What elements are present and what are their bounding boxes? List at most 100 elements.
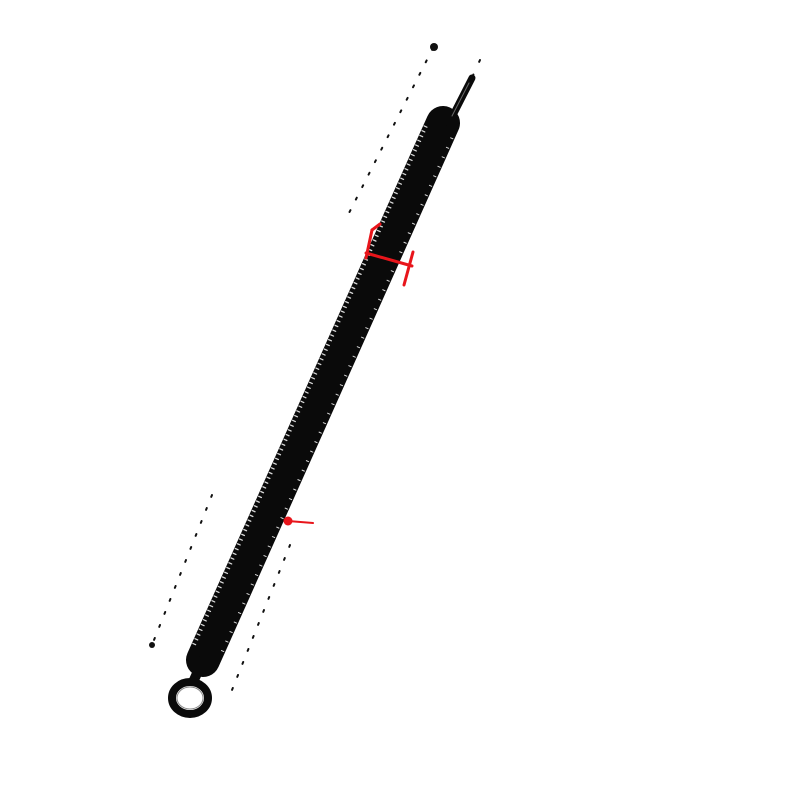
coil-turn-highlight [284,507,288,510]
coil-turn-highlight [391,196,396,200]
dashed-guide-upper-left [347,47,434,216]
coil-turn-highlight [361,262,367,266]
coil-turn-highlight [373,308,378,311]
extension-spring [186,106,460,677]
coil-turn-highlight [310,450,314,453]
coil-turn-highlight [319,357,324,361]
coil-turn-highlight [395,187,400,190]
coil-turn-highlight [400,177,405,181]
coil-turn-highlight [399,251,403,254]
coil-turn-highlight [398,182,403,185]
coil-turn-highlight [291,419,296,423]
coil-turn-highlight [328,338,333,342]
coil-turn-highlight [437,165,441,168]
coil-turn-highlight [271,536,276,539]
coil-turn-highlight [351,286,356,290]
coil-turn-highlight [267,545,271,548]
coil-turn-highlight [313,372,318,375]
coil-turn-highlight [386,279,390,282]
coil-turn-highlight [192,642,197,646]
coil-turn-highlight [245,524,250,527]
coil-turn-highlight [266,476,271,480]
coil-turn-highlight [424,194,428,197]
coil-turn-highlight [263,555,267,558]
pin-head [283,516,293,526]
coil-turn-highlight [410,153,415,157]
coil-turn-highlight [306,386,311,389]
coil-turn-highlight [393,191,398,195]
coil-turn-highlight [417,139,422,143]
coil-turn-highlight [404,168,409,171]
coil-turn-highlight [219,581,224,584]
coil-turn-highlight [325,343,330,347]
coil-turn-highlight [315,367,320,370]
coil-turn-highlight [297,479,301,482]
coil-turn-highlight [356,346,361,349]
coil-turn-highlight [314,441,318,444]
hook-shaft-highlight [451,82,470,117]
coil-turn-highlight [276,526,280,529]
coil-turn-highlight [359,267,364,271]
coil-turn-highlight [250,583,254,586]
coil-turn-highlight [211,600,216,603]
coil-turn-highlight [259,564,263,567]
red-pin-icon [283,516,314,526]
coil-turn-highlight [233,621,237,624]
coil-turn-highlight [390,270,394,273]
coil-turn-highlight [241,533,246,537]
coil-turn-highlight [298,405,303,408]
coil-turn-highlight [382,289,386,292]
coil-turn-highlight [243,528,248,532]
coil-turn-highlight [305,460,310,463]
coil-turn-highlight [294,414,299,418]
coil-turn-highlight [321,353,326,356]
coil-turn-highlight [336,319,341,323]
spring-body [186,106,460,677]
coil-turn-highlight [228,562,233,565]
coil-turn-highlight [406,163,411,166]
coil-turn-highlight [445,146,450,149]
coil-turn-highlight [254,574,259,577]
coil-turn-highlight [293,488,297,491]
coil-turn-highlight [344,300,350,304]
coil-turn-highlight [249,514,254,518]
coil-turn-highlight [262,486,267,489]
coil-turn-highlight [357,272,362,276]
eye-ring [168,678,212,718]
coil-turn-highlight [322,422,327,425]
coil-turn-highlight [334,324,339,328]
coil-turn-highlight [420,203,424,206]
coil-turn-highlight [204,614,209,617]
coil-turn-highlight [408,158,413,162]
red-bracket-icon [364,222,415,287]
coil-turn-highlight [342,305,347,309]
coil-turn-highlight [387,206,392,209]
coil-turn-highlight [207,609,212,613]
coil-turn-highlight [340,310,345,313]
coil-turn-highlight [347,296,352,299]
coil-turn-highlight [237,612,242,615]
coil-turn-highlight [383,215,388,219]
coil-turn-highlight [389,201,394,204]
bracket-right-edge [402,250,415,287]
coil-turn-highlight [428,184,433,187]
coil-turn-highlight [352,355,356,358]
coil-turn-highlight [450,137,454,140]
coil-turn-highlight [365,327,369,330]
coil-turn-highlight [330,334,335,337]
coil-turn-highlight [376,229,381,233]
coil-turn-highlight [296,410,301,413]
coil-turn-highlight [224,571,229,575]
coil-turn-highlight [344,374,348,377]
coil-turn-highlight [433,175,437,178]
coil-turn-highlight [441,156,445,159]
coil-turn-highlight [335,393,339,396]
coil-turn-highlight [327,412,331,415]
coil-turn-highlight [415,144,420,147]
coil-turn-highlight [196,633,201,636]
coil-turn-highlight [402,172,407,176]
coil-turn-highlight [246,593,250,596]
coil-turn-highlight [213,595,218,598]
coil-turn-highlight [348,365,352,368]
coil-turn-highlight [217,585,222,589]
